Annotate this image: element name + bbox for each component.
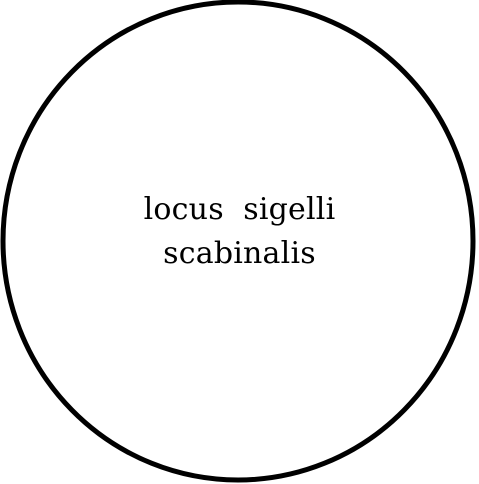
seal-placeholder-text: locus sigelli scabinalis xyxy=(0,188,479,276)
seal-text-line-1: locus sigelli xyxy=(143,192,336,227)
seal-text-line-2: scabinalis xyxy=(163,236,316,271)
